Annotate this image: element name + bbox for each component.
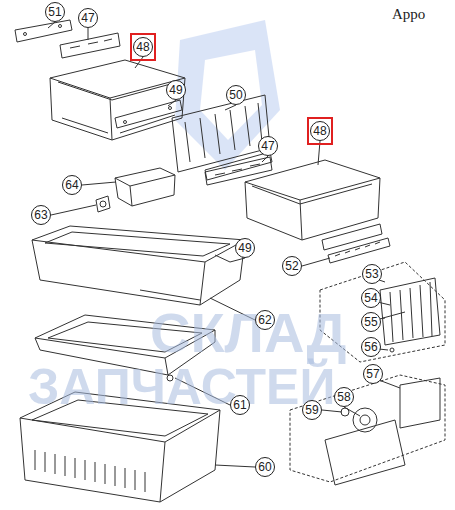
callout-text: 49 (169, 84, 182, 96)
watermark-text: ЗАПЧАСТЕЙ (28, 358, 335, 416)
callout-text: 57 (366, 368, 379, 380)
callout-number: 53 (362, 264, 382, 284)
callout-text: 48 (313, 125, 326, 137)
callout-number: 55 (361, 312, 381, 332)
header-text: Appo (392, 6, 425, 23)
callout-number: 49 (235, 238, 255, 258)
watermark-text: СКЛАД (150, 300, 346, 365)
callout-text: 63 (34, 209, 47, 221)
callout-number: 64 (62, 175, 82, 195)
callout-text: 55 (364, 316, 377, 328)
callout-number: 62 (255, 310, 275, 330)
callout-text: 53 (365, 268, 378, 280)
callout-number: 52 (282, 256, 302, 276)
callout-text: 56 (364, 341, 377, 353)
callout-text: 52 (285, 260, 298, 272)
callout-number: 57 (363, 364, 383, 384)
callout-number: 60 (255, 457, 275, 477)
callout-number: 49 (166, 80, 186, 100)
callout-number: 48 (310, 121, 330, 141)
callout-text: 58 (337, 391, 350, 403)
callout-text: 54 (364, 292, 377, 304)
callout-number: 56 (361, 337, 381, 357)
callout-text: 47 (261, 140, 274, 152)
callout-number: 47 (258, 136, 278, 156)
callout-text: 60 (258, 461, 271, 473)
callout-number: 58 (334, 387, 354, 407)
callout-number: 47 (78, 8, 98, 28)
callout-number: 51 (45, 2, 65, 22)
callout-text: 50 (229, 89, 242, 101)
callout-text: 51 (48, 6, 61, 18)
callout-text: 61 (233, 399, 246, 411)
callout-text: 62 (258, 314, 271, 326)
callout-number: 48 (133, 37, 153, 57)
callout-number: 63 (31, 205, 51, 225)
callout-text: 49 (238, 242, 251, 254)
callout-number: 54 (361, 288, 381, 308)
callout-text: 47 (81, 12, 94, 24)
callout-text: 48 (136, 41, 149, 53)
callout-text: 64 (65, 179, 78, 191)
callout-text: 59 (305, 404, 318, 416)
callout-number: 61 (230, 395, 250, 415)
callout-number: 50 (226, 85, 246, 105)
callout-number: 59 (302, 400, 322, 420)
